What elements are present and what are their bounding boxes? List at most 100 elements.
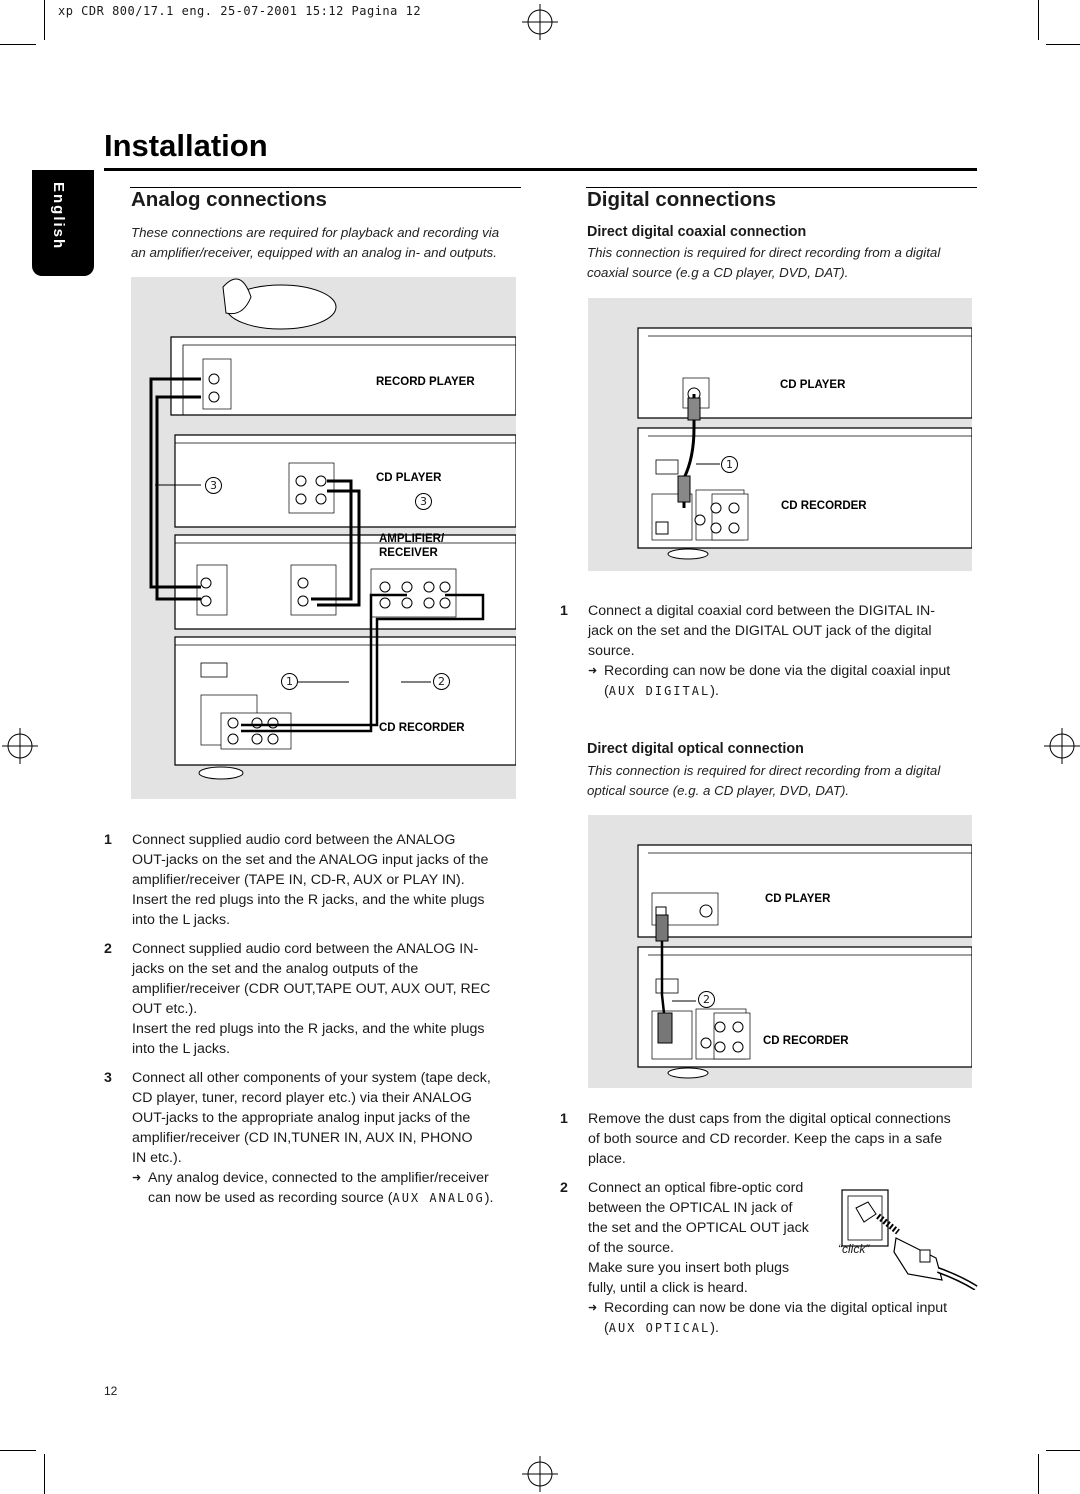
optical-diagram-art bbox=[637, 844, 972, 1079]
step-number: 2 bbox=[104, 941, 112, 957]
lcd-text: AUX ANALOG bbox=[392, 1191, 485, 1205]
step-line: Connect an optical fibre-optic cord bbox=[588, 1180, 804, 1196]
step-number: 1 bbox=[104, 832, 112, 848]
step-text: Connect a digital coaxial cord between t… bbox=[588, 601, 950, 701]
crop-mark bbox=[0, 1450, 36, 1451]
step-line: place. bbox=[588, 1151, 626, 1167]
crop-mark bbox=[0, 44, 36, 45]
step-line: Connect all other components of your sys… bbox=[132, 1070, 491, 1086]
coaxial-subtitle: Direct digital coaxial connection bbox=[587, 224, 807, 240]
step-result: Recording can now be done via the digita… bbox=[588, 661, 950, 681]
callout-1: 1 bbox=[721, 456, 738, 473]
crop-mark bbox=[1038, 0, 1039, 40]
crop-mark bbox=[44, 0, 45, 40]
result-text: ). bbox=[710, 683, 719, 699]
step-line: Remove the dust caps from the digital op… bbox=[588, 1111, 951, 1127]
coaxial-cd-player-label: CD PLAYER bbox=[780, 379, 846, 391]
callout-1: 1 bbox=[281, 673, 298, 690]
callout-3: 3 bbox=[205, 477, 222, 494]
step-line: into the L jacks. bbox=[132, 912, 231, 928]
analog-intro: These connections are required for playb… bbox=[131, 223, 531, 263]
step-result: Any analog device, connected to the ampl… bbox=[132, 1168, 493, 1188]
page-number: 12 bbox=[104, 1384, 118, 1398]
step-line: OUT-jacks on the set and the ANALOG inpu… bbox=[132, 852, 489, 868]
step-number: 2 bbox=[560, 1180, 568, 1196]
step-line: fully, until a click is heard. bbox=[588, 1280, 748, 1296]
print-header: xp CDR 800/17.1 eng. 25-07-2001 15:12 Pa… bbox=[58, 4, 422, 18]
step-result-continued: (AUX OPTICAL). bbox=[588, 1318, 947, 1338]
step-number: 1 bbox=[560, 1111, 568, 1127]
analog-section-rule bbox=[130, 187, 521, 188]
page-title: Installation bbox=[104, 128, 268, 163]
coaxial-step-1: 1 Connect a digital coaxial cord between… bbox=[560, 601, 980, 701]
registration-mark-icon bbox=[1044, 728, 1080, 764]
crop-mark bbox=[44, 1454, 45, 1494]
step-line: between the OPTICAL IN jack of bbox=[588, 1200, 793, 1216]
step-line: amplifier/receiver (TAPE IN, CD-R, AUX o… bbox=[132, 872, 465, 888]
step-text: Connect all other components of your sys… bbox=[132, 1068, 493, 1208]
record-player-label: RECORD PLAYER bbox=[376, 376, 475, 388]
step-line: OUT etc.). bbox=[132, 1001, 198, 1017]
optical-subtitle: Direct digital optical connection bbox=[587, 741, 804, 757]
step-number: 1 bbox=[560, 603, 568, 619]
step-result: Recording can now be done via the digita… bbox=[588, 1298, 947, 1318]
step-line: Connect a digital coaxial cord between t… bbox=[588, 603, 935, 619]
optical-plug-icon bbox=[841, 1189, 978, 1290]
callout-2: 2 bbox=[698, 991, 715, 1008]
analog-section-title: Analog connections bbox=[131, 188, 327, 211]
cd-player-label: CD PLAYER bbox=[376, 472, 442, 484]
registration-mark-icon bbox=[522, 1456, 558, 1492]
optical-cd-player-label: CD PLAYER bbox=[765, 893, 831, 905]
optical-intro-line: optical source (e.g. a CD player, DVD, D… bbox=[587, 783, 850, 798]
language-tab-label: English bbox=[50, 182, 67, 251]
cd-recorder-label: CD RECORDER bbox=[379, 722, 465, 734]
callout-3: 3 bbox=[415, 493, 432, 510]
result-text: Recording can now be done via the digita… bbox=[604, 1300, 948, 1316]
crop-mark bbox=[1046, 1450, 1080, 1451]
callout-2: 2 bbox=[433, 673, 450, 690]
analog-connection-diagram: RECORD PLAYER CD PLAYER AMPLIFIER/ RECEI… bbox=[131, 277, 516, 799]
coaxial-intro: This connection is required for direct r… bbox=[587, 243, 987, 283]
language-tab: English bbox=[32, 170, 94, 276]
result-text: can now be used as recording source ( bbox=[148, 1190, 393, 1206]
digital-section-rule bbox=[586, 187, 977, 188]
lcd-text: AUX DIGITAL bbox=[608, 684, 711, 698]
result-text: ). bbox=[710, 1320, 719, 1336]
analog-step-3: 3 Connect all other components of your s… bbox=[104, 1068, 524, 1208]
result-text: ). bbox=[484, 1190, 494, 1206]
step-line: CD player, tuner, record player etc.) vi… bbox=[132, 1090, 472, 1106]
result-text: Recording can now be done via the digita… bbox=[604, 663, 951, 679]
step-text: Connect supplied audio cord between the … bbox=[132, 939, 490, 1059]
analog-step-1: 1 Connect supplied audio cord between th… bbox=[104, 830, 524, 930]
title-rule bbox=[104, 168, 977, 171]
result-text: ( bbox=[604, 1320, 609, 1336]
coaxial-connection-diagram: CD PLAYER CD RECORDER 1 bbox=[588, 298, 972, 571]
click-label: “click” bbox=[838, 1242, 870, 1256]
step-result-continued: can now be used as recording source (AUX… bbox=[132, 1188, 493, 1208]
step-line: of the source. bbox=[588, 1240, 674, 1256]
analog-intro-line: These connections are required for playb… bbox=[131, 225, 500, 240]
step-text: Connect supplied audio cord between the … bbox=[132, 830, 488, 930]
step-line: of both source and CD recorder. Keep the… bbox=[588, 1131, 943, 1147]
amplifier-label: AMPLIFIER/ bbox=[379, 533, 445, 545]
coaxial-cd-recorder-label: CD RECORDER bbox=[781, 500, 867, 512]
optical-intro: This connection is required for direct r… bbox=[587, 761, 987, 801]
coaxial-diagram-art bbox=[637, 327, 972, 560]
step-number: 3 bbox=[104, 1070, 112, 1086]
digital-section-title: Digital connections bbox=[587, 188, 777, 211]
optical-step-1: 1 Remove the dust caps from the digital … bbox=[560, 1109, 980, 1173]
crop-mark bbox=[1046, 44, 1080, 45]
step-line: OUT-jacks to the appropriate analog inpu… bbox=[132, 1110, 471, 1126]
receiver-label: RECEIVER bbox=[379, 547, 438, 559]
result-text: Any analog device, connected to the ampl… bbox=[148, 1170, 489, 1186]
step-line: Connect supplied audio cord between the … bbox=[132, 941, 479, 957]
step-line: amplifier/receiver (CDR OUT,TAPE OUT, AU… bbox=[132, 981, 491, 997]
result-text: ( bbox=[604, 683, 609, 699]
coaxial-intro-line: This connection is required for direct r… bbox=[587, 245, 941, 260]
step-line: Insert the red plugs into the R jacks, a… bbox=[132, 892, 485, 908]
step-line: the set and the OPTICAL OUT jack bbox=[588, 1220, 809, 1236]
step-line: jack on the set and the DIGITAL OUT jack… bbox=[588, 623, 932, 639]
registration-mark-icon bbox=[2, 728, 38, 764]
analog-step-2: 2 Connect supplied audio cord between th… bbox=[104, 939, 524, 1059]
analog-diagram-art bbox=[149, 278, 516, 780]
